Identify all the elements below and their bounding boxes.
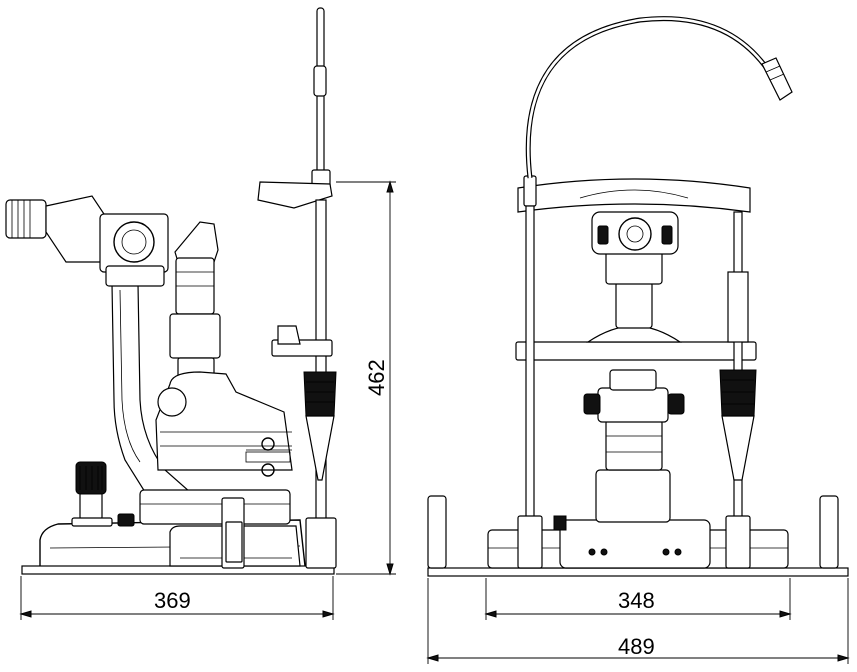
joystick-icon <box>71 461 113 527</box>
side-base-plate <box>21 565 335 575</box>
eyepiece-icon <box>5 195 169 287</box>
height-dimension-label: 462 <box>364 359 389 396</box>
overall-width-dimension-label: 489 <box>618 634 655 659</box>
base-width-dimension-label: 348 <box>618 588 655 613</box>
focus-knob-left-icon <box>583 393 601 415</box>
front-view <box>427 16 849 577</box>
front-view-dimensions: 348 489 <box>426 578 850 664</box>
fixation-light-icon <box>761 57 793 101</box>
front-chinrest-knob-icon <box>719 369 757 417</box>
side-view-dimensions: 369 462 <box>19 180 396 620</box>
front-base-plate <box>427 567 849 577</box>
fixation-light-gooseneck <box>525 16 771 179</box>
front-eyepiece-icon <box>591 211 679 255</box>
focus-knob-right-icon <box>667 393 685 415</box>
side-view <box>5 7 337 575</box>
chinrest-knob-icon <box>303 371 337 417</box>
depth-dimension-label: 369 <box>154 588 191 613</box>
